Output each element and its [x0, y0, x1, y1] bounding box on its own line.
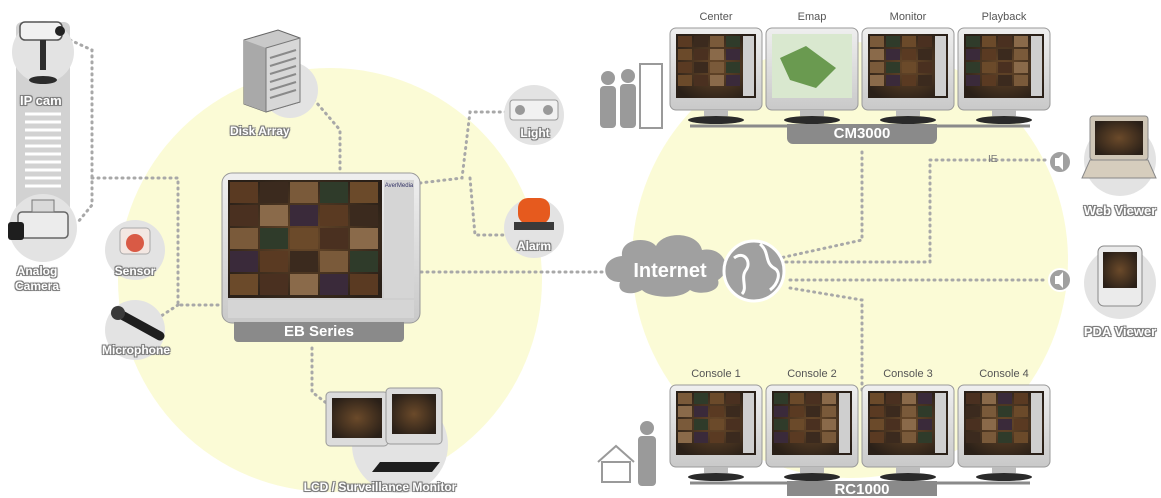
monitor-icon: [861, 384, 955, 481]
video-tile: [230, 182, 258, 203]
monitor-icon: [765, 27, 859, 124]
sensor-icon: [119, 227, 151, 255]
sensor-label: Sensor: [114, 264, 156, 278]
video-tile: [290, 205, 318, 226]
video-tile: [290, 182, 318, 203]
video-tile: [260, 274, 288, 295]
video-tile: [260, 205, 288, 226]
video-tile: [320, 251, 348, 272]
svg-text:AverMedia: AverMedia: [385, 183, 414, 189]
web-viewer-label: Web Viewer: [1083, 203, 1157, 218]
laptop-icon: [1081, 115, 1157, 179]
rc1000-monitor-label: Console 3: [883, 368, 933, 380]
video-tile: [350, 205, 378, 226]
disk-array-icon: [243, 29, 301, 113]
video-tile: [320, 182, 348, 203]
monitor-icon: [669, 27, 763, 124]
connector-lines: [68, 38, 1050, 414]
cm3000-monitor-label: Center: [699, 11, 733, 23]
globe-icon: [722, 239, 786, 303]
microphone-label: Microphone: [102, 343, 170, 357]
light-icon: [509, 99, 559, 121]
cm3000-monitor-label: Monitor: [889, 11, 927, 23]
monitor-icon: [957, 384, 1051, 481]
eb-series-label: EB Series: [234, 322, 404, 342]
speaker-icon: [1048, 268, 1072, 292]
ie-label: IE: [988, 154, 998, 165]
analog-camera-icon: [8, 199, 69, 240]
microphone-icon: [111, 306, 165, 341]
alarm-label: Alarm: [516, 239, 552, 253]
rc1000-monitor-label: Console 1: [691, 368, 741, 380]
video-tile: [350, 228, 378, 249]
video-tile: [230, 228, 258, 249]
video-tile: [290, 228, 318, 249]
cm3000-monitor-label: Playback: [981, 11, 1027, 23]
monitor-icon: [765, 384, 859, 481]
ip-camera-icon: [19, 21, 65, 84]
video-tile: [260, 228, 288, 249]
monitor-icon: [861, 27, 955, 124]
video-tile: [290, 274, 318, 295]
video-tile: [350, 251, 378, 272]
cm3000-monitor-row: [669, 27, 1051, 124]
video-tile: [290, 251, 318, 272]
cm3000-label: CM3000: [787, 124, 937, 144]
eb-series-window: AverMedia: [221, 172, 421, 324]
monitor-icon: [669, 384, 763, 481]
monitor-icon: [957, 27, 1051, 124]
video-tile: [320, 274, 348, 295]
people-icon: [600, 69, 636, 128]
light-label: Light: [520, 126, 550, 140]
pda-icon: [1097, 245, 1143, 307]
rc1000-monitor-row: [669, 384, 1051, 481]
internet-label: Internet: [633, 260, 707, 282]
video-tile: [260, 251, 288, 272]
analog-camera-label-line1: Analog: [16, 264, 58, 278]
eb-video-grid: [230, 182, 378, 295]
server-rack-icon: [639, 63, 663, 129]
video-tile: [320, 205, 348, 226]
video-tile: [230, 251, 258, 272]
analog-camera-label-line2: Camera: [14, 279, 60, 293]
alarm-icon: [514, 198, 554, 230]
video-tile: [230, 274, 258, 295]
video-tile: [230, 205, 258, 226]
businessman-icon: [638, 421, 656, 486]
cm3000-monitor-label: Emap: [797, 11, 827, 23]
video-tile: [350, 182, 378, 203]
video-tile: [350, 274, 378, 295]
internet-cloud-icon: [605, 235, 726, 297]
pda-viewer-label: PDA Viewer: [1083, 324, 1157, 339]
video-tile: [320, 228, 348, 249]
disk-array-label: Disk Array: [230, 124, 290, 138]
rc1000-monitor-label: Console 4: [979, 368, 1029, 380]
right-zone-circle: [632, 42, 1068, 478]
speaker-icon: [1048, 150, 1072, 174]
rc1000-label: RC1000: [787, 481, 937, 498]
lcd-monitor-label: LCD / Surveillance Monitor: [303, 480, 457, 494]
lcd-monitors-icon: [325, 387, 443, 472]
rc1000-monitor-label: Console 2: [787, 368, 837, 380]
house-icon: [597, 444, 635, 483]
ip-cam-label: IP cam: [20, 93, 62, 108]
video-tile: [260, 182, 288, 203]
